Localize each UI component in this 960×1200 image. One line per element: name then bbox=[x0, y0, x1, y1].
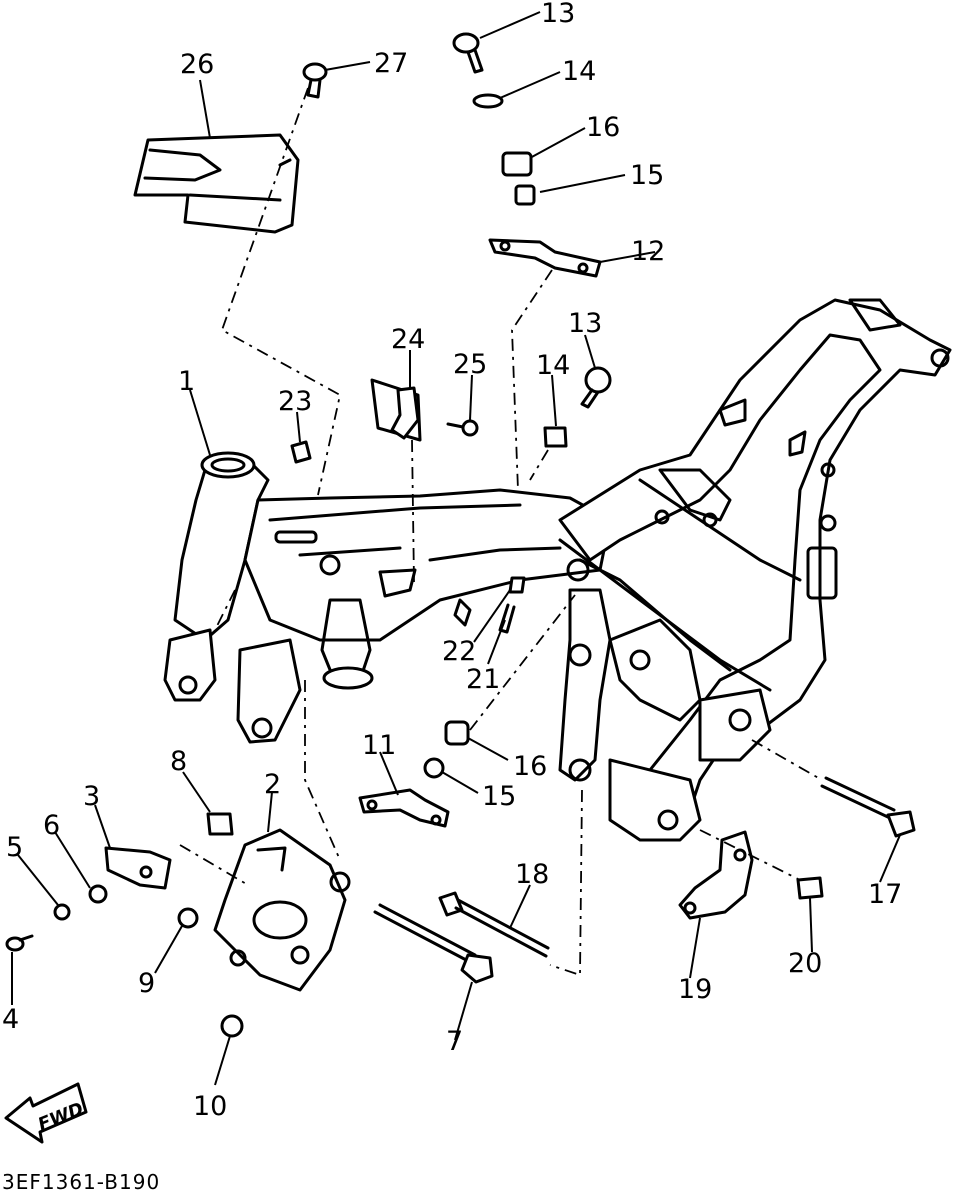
bolt-18 bbox=[438, 891, 550, 958]
callout-15-lower: 15 bbox=[482, 781, 516, 812]
callout-22: 22 bbox=[442, 636, 476, 667]
callout-16-lower: 16 bbox=[513, 751, 547, 782]
callout-18: 18 bbox=[515, 859, 549, 890]
callout-14-top: 14 bbox=[562, 56, 596, 87]
callout-2: 2 bbox=[264, 769, 281, 800]
head-cover bbox=[133, 133, 300, 234]
callout-13-top: 13 bbox=[541, 0, 575, 29]
footrest-bracket bbox=[213, 828, 351, 992]
callout-19: 19 bbox=[678, 974, 712, 1005]
switch-3 bbox=[104, 846, 172, 890]
callout-17: 17 bbox=[868, 879, 902, 910]
washer-9 bbox=[177, 907, 199, 929]
callout-23: 23 bbox=[278, 386, 312, 417]
bolt-13-lower bbox=[543, 366, 612, 448]
assembly-lines bbox=[179, 87, 823, 977]
bracket-11 bbox=[358, 720, 470, 828]
callout-3: 3 bbox=[83, 781, 100, 812]
nut-23 bbox=[290, 440, 312, 464]
callout-26: 26 bbox=[180, 49, 214, 80]
bolt-7 bbox=[373, 903, 494, 984]
nut-8 bbox=[206, 812, 234, 836]
callout-20: 20 bbox=[788, 948, 822, 979]
washer-5 bbox=[53, 903, 71, 921]
callout-21: 21 bbox=[466, 664, 500, 695]
callout-1: 1 bbox=[178, 366, 195, 397]
callout-6: 6 bbox=[43, 810, 60, 841]
callout-7: 7 bbox=[446, 1026, 463, 1057]
bolt-21 bbox=[498, 576, 526, 634]
callout-25: 25 bbox=[453, 349, 487, 380]
callout-5: 5 bbox=[6, 832, 23, 863]
forward-direction-arrow: FWD bbox=[4, 1082, 88, 1144]
bolt-4 bbox=[5, 934, 34, 952]
washer-6 bbox=[88, 884, 108, 904]
drawing-code: 3EF1361-B190 bbox=[2, 1170, 161, 1194]
callout-24: 24 bbox=[391, 324, 425, 355]
callout-12: 12 bbox=[631, 236, 665, 267]
leader-lines bbox=[11, 11, 901, 1086]
callout-10: 10 bbox=[193, 1091, 227, 1122]
callout-8: 8 bbox=[170, 746, 187, 777]
callout-15-top: 15 bbox=[630, 160, 664, 191]
clamp-24 bbox=[370, 378, 479, 442]
callout-16-top: 16 bbox=[586, 112, 620, 143]
plate-19 bbox=[678, 830, 754, 920]
bolt-27 bbox=[302, 62, 328, 99]
callouts: 1 2 3 4 5 6 7 8 9 10 11 12 13 13 14 14 1… bbox=[2, 0, 902, 1122]
nut-20 bbox=[796, 876, 824, 900]
callout-27: 27 bbox=[374, 48, 408, 79]
callout-11: 11 bbox=[362, 730, 396, 761]
callout-4: 4 bbox=[2, 1004, 19, 1035]
bolt-17 bbox=[820, 776, 916, 838]
main-frame bbox=[163, 298, 952, 842]
callout-14-right: 14 bbox=[536, 350, 570, 381]
nut-10 bbox=[220, 1014, 244, 1038]
callout-9: 9 bbox=[138, 968, 155, 999]
callout-13-right: 13 bbox=[568, 308, 602, 339]
upper-bracket-parts bbox=[452, 32, 602, 278]
